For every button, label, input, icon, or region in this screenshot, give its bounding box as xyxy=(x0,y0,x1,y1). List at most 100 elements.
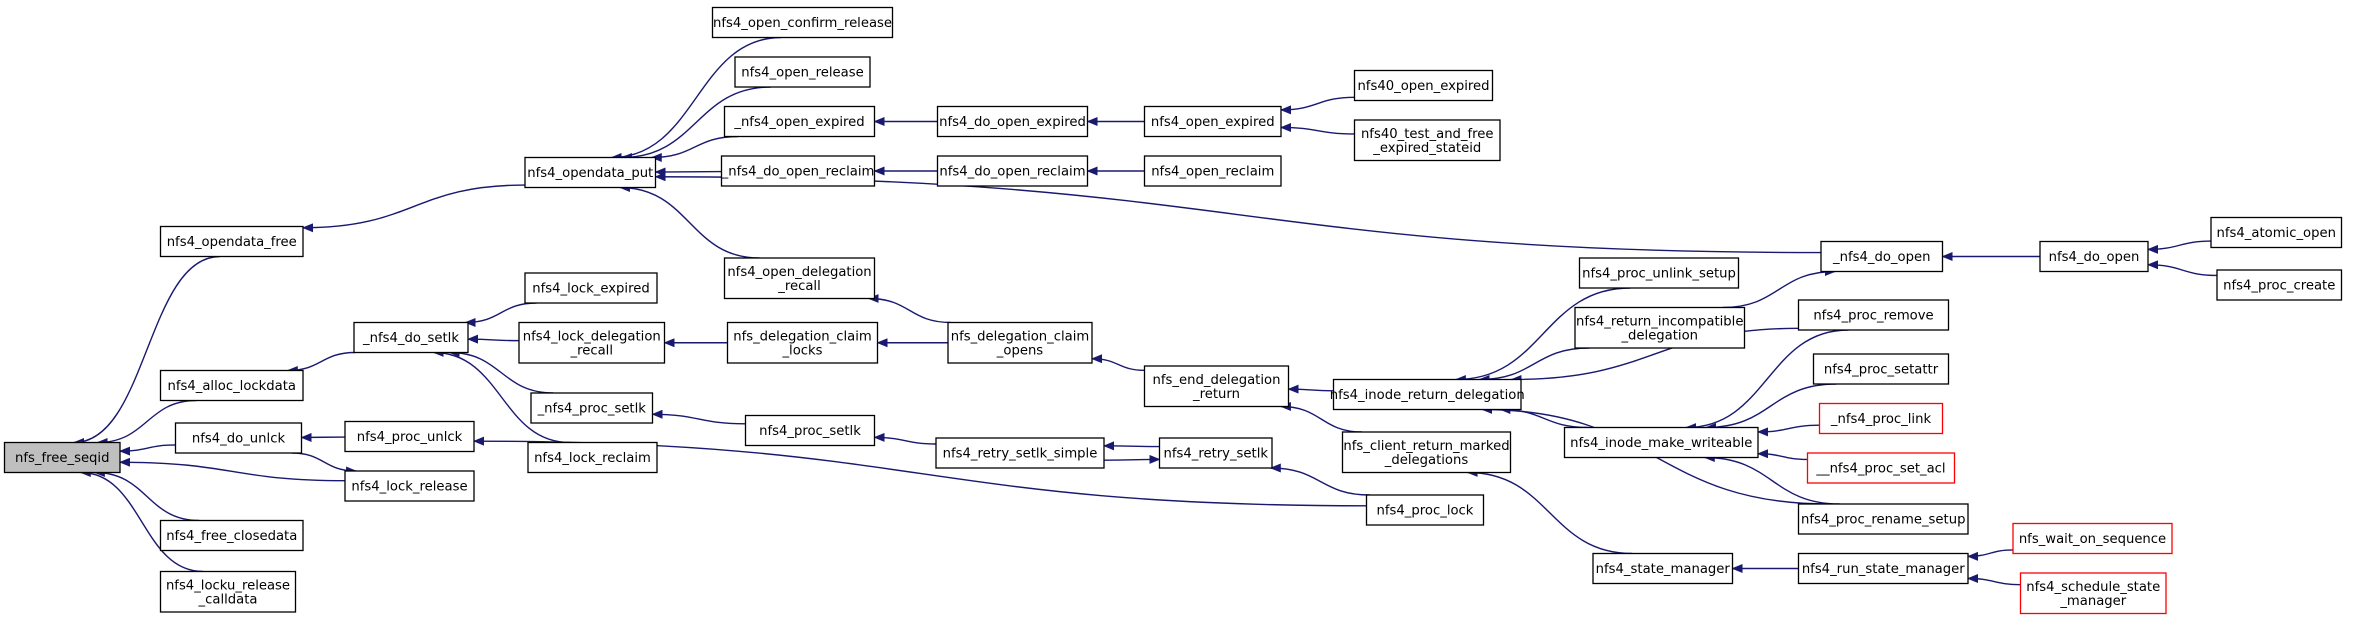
node-label: _delegation xyxy=(1620,328,1698,343)
function-node[interactable]: nfs4_lock_release xyxy=(344,470,475,502)
node-box xyxy=(159,369,304,402)
function-node[interactable]: nfs4_lock_delegation_recall xyxy=(518,321,666,364)
function-node[interactable]: nfs4_proc_create xyxy=(2216,269,2343,301)
node-box xyxy=(720,155,876,187)
function-node[interactable]: nfs4_open_delegation_recall xyxy=(723,257,876,300)
node-label: nfs4_proc_unlink_setup xyxy=(1582,267,1736,282)
function-node[interactable]: nfs_end_delegation_return xyxy=(1143,365,1290,408)
function-node[interactable]: nfs4_free_closedata xyxy=(159,519,304,552)
function-node[interactable]: nfs4_open_release xyxy=(734,56,871,88)
function-node[interactable]: __nfs4_proc_set_acl xyxy=(1806,452,1956,484)
function-node[interactable]: nfs4_retry_setlk xyxy=(1158,437,1273,469)
node-label: nfs4_proc_unlck xyxy=(357,430,463,445)
function-node[interactable]: nfs4_proc_setattr xyxy=(1812,353,1950,385)
function-node[interactable]: nfs4_proc_remove xyxy=(1797,299,1950,331)
function-node[interactable]: nfs_wait_on_sequence xyxy=(2012,522,2173,555)
function-node[interactable]: _nfs4_do_open_reclaim xyxy=(720,155,876,187)
node-box xyxy=(344,470,475,502)
function-node[interactable]: nfs4_run_state_manager xyxy=(1797,552,1969,585)
node-box xyxy=(159,570,297,613)
node-label: nfs4_do_unlck xyxy=(192,432,286,447)
function-node[interactable]: nfs_delegation_claim_opens xyxy=(947,321,1093,364)
call-edge xyxy=(650,135,738,162)
node-label: nfs4_locku_release xyxy=(166,578,290,593)
node-label: nfs4_retry_setlk_simple xyxy=(943,447,1098,462)
function-node[interactable]: nfs4_do_unlck xyxy=(174,422,303,454)
node-label: nfs4_lock_expired xyxy=(532,282,649,297)
function-node[interactable]: _nfs4_proc_setlk xyxy=(530,392,654,424)
call-edge xyxy=(1757,449,1808,461)
node-label: _nfs4_do_open xyxy=(1832,250,1930,265)
function-node[interactable]: nfs4_atomic_open xyxy=(2210,216,2343,249)
function-node[interactable]: nfs4_do_open_reclaim xyxy=(936,155,1089,187)
node-label: _return xyxy=(1192,387,1240,402)
function-node[interactable]: _nfs4_proc_link xyxy=(1818,402,1944,435)
call-edge xyxy=(610,36,782,162)
function-node[interactable]: nfs4_retry_setlk_simple xyxy=(935,437,1105,469)
node-label: _nfs4_open_expired xyxy=(733,115,864,130)
function-node[interactable]: nfs4_return_incompatible_delegation xyxy=(1574,306,1746,349)
function-node[interactable]: nfs4_inode_make_writeable xyxy=(1563,426,1759,459)
call-edge xyxy=(1967,549,2014,561)
node-box xyxy=(1332,378,1522,411)
function-node[interactable]: _nfs4_do_open xyxy=(1820,240,1944,273)
node-box xyxy=(2039,240,2149,273)
call-edge xyxy=(448,348,554,394)
node-label: nfs4_open_reclaim xyxy=(1151,165,1274,180)
function-node[interactable]: nfs4_open_reclaim xyxy=(1143,155,1282,187)
node-box xyxy=(1563,426,1759,459)
function-node[interactable]: nfs4_open_confirm_release xyxy=(711,6,894,39)
node-box xyxy=(1578,257,1740,289)
function-node[interactable]: nfs40_open_expired xyxy=(1353,69,1494,102)
node-box xyxy=(1797,299,1950,331)
node-label: nfs_end_delegation xyxy=(1153,373,1281,388)
function-node[interactable]: _nfs4_open_expired xyxy=(723,105,876,138)
function-node[interactable]: nfs4_proc_unlck xyxy=(344,420,475,453)
node-box xyxy=(1158,437,1273,469)
node-box xyxy=(936,105,1089,138)
node-label: nfs4_open_delegation xyxy=(727,265,871,280)
call-edge xyxy=(1280,122,1355,135)
node-label: nfs4_opendata_put xyxy=(527,166,653,181)
call-edge xyxy=(119,444,176,456)
function-node[interactable]: nfs4_do_open xyxy=(2039,240,2149,273)
call-edge xyxy=(464,302,537,327)
node-label: _nfs4_do_open_reclaim xyxy=(721,165,875,180)
function-node[interactable]: nfs4_open_expired xyxy=(1143,105,1282,138)
function-node[interactable]: nfs40_test_and_free_expired_stateid xyxy=(1353,119,1501,162)
function-node[interactable]: nfs4_lock_expired xyxy=(524,272,658,304)
function-node[interactable]: nfs4_schedule_state_manager xyxy=(2019,572,2167,615)
function-node[interactable]: nfs4_alloc_lockdata xyxy=(159,369,304,402)
node-label: nfs4_retry_setlk xyxy=(1163,447,1268,462)
node-label: nfs_client_return_marked xyxy=(1343,439,1509,454)
function-node[interactable]: nfs4_proc_setlk xyxy=(744,414,876,447)
node-label: nfs4_proc_lock xyxy=(1377,504,1474,519)
node-label: nfs4_proc_create xyxy=(2223,279,2335,294)
node-label: nfs4_proc_setattr xyxy=(1824,363,1939,378)
node-box xyxy=(159,519,304,552)
function-node[interactable]: nfs4_proc_unlink_setup xyxy=(1578,257,1740,289)
function-node[interactable]: nfs4_locku_release_calldata xyxy=(159,570,297,613)
function-node[interactable]: nfs4_do_open_expired xyxy=(936,105,1089,138)
function-node[interactable]: nfs_delegation_claim_locks xyxy=(726,321,879,364)
call-edge xyxy=(1499,405,1589,429)
function-node[interactable]: nfs_client_return_marked_delegations xyxy=(1341,431,1512,474)
function-node[interactable]: _nfs4_do_setlk xyxy=(353,321,469,354)
call-edge xyxy=(467,334,520,344)
function-node[interactable]: nfs4_state_manager xyxy=(1592,552,1734,585)
function-node[interactable]: nfs4_opendata_put xyxy=(524,156,657,189)
call-edge xyxy=(291,452,358,476)
function-node[interactable]: nfs_free_seqid xyxy=(3,441,121,474)
function-node[interactable]: nfs4_proc_lock xyxy=(1365,494,1485,526)
function-node[interactable]: nfs4_lock_reclaim xyxy=(527,441,658,474)
call-edge xyxy=(651,409,746,425)
node-label: _nfs4_do_setlk xyxy=(362,331,459,346)
node-label: nfs4_run_state_manager xyxy=(1802,562,1965,577)
call-edge xyxy=(1091,354,1145,372)
function-node[interactable]: nfs4_proc_rename_setup xyxy=(1797,503,1969,535)
node-box xyxy=(527,441,658,474)
node-box xyxy=(2019,572,2167,615)
function-node[interactable]: nfs4_opendata_free xyxy=(159,225,304,258)
function-node[interactable]: nfs4_inode_return_delegation xyxy=(1330,378,1525,411)
